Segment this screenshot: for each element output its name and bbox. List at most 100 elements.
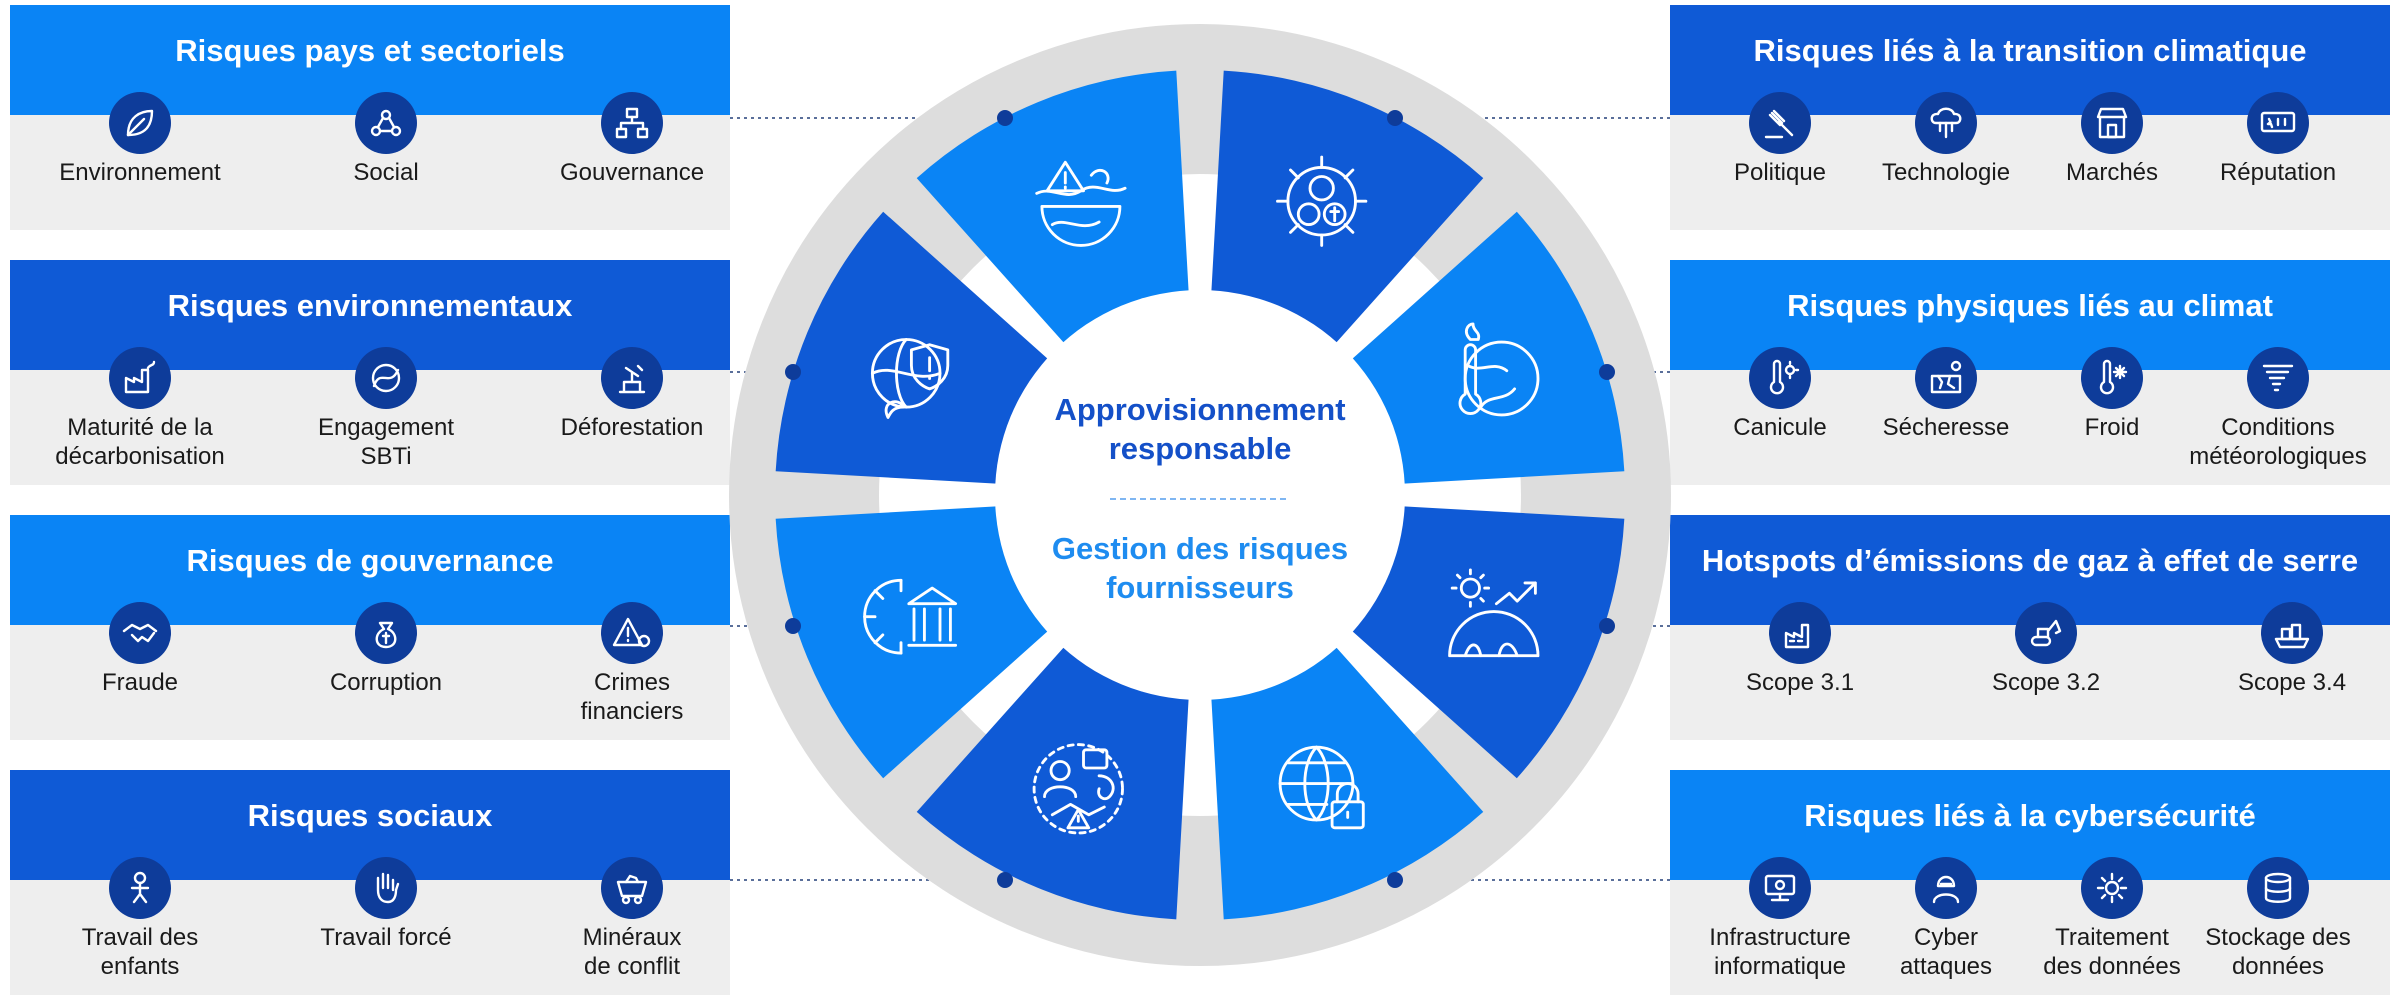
label-line: Maturité de la <box>67 414 213 441</box>
leaf-icon <box>109 92 171 154</box>
excavator-icon <box>2015 602 2077 664</box>
risk-item-label: Scope 3.2 <box>1926 668 2166 697</box>
label-line: Scope 3.4 <box>2237 669 2347 696</box>
label-line: attaques <box>1899 953 1993 980</box>
monitor-network-icon <box>1749 857 1811 919</box>
label-line: Réputation <box>2219 159 2337 186</box>
connector-dot <box>1599 364 1615 380</box>
label-line: Marchés <box>2065 159 2159 186</box>
label-line: de conflit <box>583 953 681 980</box>
factory-icon <box>1769 602 1831 664</box>
panel-title: Risques pays et sectoriels <box>175 33 565 68</box>
risk-item-label: Scope 3.4 <box>2172 668 2400 697</box>
center-subtitle-line-2: fournisseurs <box>1106 570 1294 605</box>
label-line: Technologie <box>1881 159 2011 186</box>
label-line: SBTi <box>360 443 412 470</box>
label-line: Social <box>353 159 419 186</box>
storefront-icon <box>2081 92 2143 154</box>
globe-lock-icon <box>1278 745 1365 830</box>
label-line: Travail des <box>81 924 199 951</box>
label-line: Canicule <box>1733 414 1827 441</box>
globe-warning-icon <box>1035 160 1127 247</box>
tree-stump-icon <box>601 347 663 409</box>
label-line: Engagement <box>317 414 455 441</box>
connector-dot <box>785 364 801 380</box>
connector-dot <box>997 872 1013 888</box>
risk-item-label: Travail forcé <box>266 923 506 952</box>
connector-dot <box>785 618 801 634</box>
wheel-segment <box>1210 70 1484 350</box>
connector-dot <box>1387 872 1403 888</box>
label-line: des données <box>2043 953 2181 980</box>
label-line: météorologiques <box>2189 443 2367 470</box>
ship-icon <box>2261 602 2323 664</box>
risk-item-label: Canicule <box>1660 413 1900 442</box>
panel-title: Risques liés à la cybersécurité <box>1804 798 2256 833</box>
label-line: Traitement <box>2055 924 2169 951</box>
gear-people-money-icon <box>1276 155 1368 247</box>
thermometer-sun-icon <box>1749 347 1811 409</box>
label-line: Minéraux <box>582 924 682 951</box>
risk-item-label: Fraude <box>20 668 260 697</box>
people-violation-icon <box>1032 743 1124 835</box>
label-line: Politique <box>1733 159 1827 186</box>
risk-item-label: Froid <box>1992 413 2232 442</box>
label-line: Déforestation <box>560 414 704 441</box>
wheel-segment <box>1210 640 1484 920</box>
thermometer-snow-icon <box>2081 347 2143 409</box>
label-line: Sécheresse <box>1882 414 2010 441</box>
hacker-icon <box>1915 857 1977 919</box>
tornado-icon <box>2247 347 2309 409</box>
org-chart-icon <box>601 92 663 154</box>
handshake-icon <box>109 602 171 664</box>
factory-emissions-icon <box>109 347 171 409</box>
gear-bank-icon <box>863 578 958 655</box>
risk-item-label: Technologie <box>1826 158 2066 187</box>
panel-title: Risques liés à la transition climatique <box>1753 33 2307 68</box>
wheel-center <box>995 290 1405 700</box>
globe-shield-icon <box>870 338 950 419</box>
panel-title: Risques sociaux <box>247 798 493 833</box>
panel-title: Risques environnementaux <box>167 288 573 323</box>
label-line: enfants <box>100 953 180 980</box>
people-network-icon <box>355 92 417 154</box>
label-line: Cyber <box>1913 924 1979 951</box>
label-line: informatique <box>1713 953 1847 980</box>
connector-dot <box>1387 110 1403 126</box>
panel-title: Risques physiques liés au climat <box>1787 288 2273 323</box>
cloud-circuit-icon <box>1915 92 1977 154</box>
globe-thermometer-fire-icon <box>1458 322 1540 417</box>
label-line: Conditions <box>2221 414 2335 441</box>
label-line: financiers <box>580 698 684 725</box>
gear-data-icon <box>2081 857 2143 919</box>
risk-item-label: Environnement <box>20 158 260 187</box>
risk-panel-right-3: Hotspots d’émissions de gaz à effet de s… <box>1670 515 2390 740</box>
label-line: Scope 3.2 <box>1991 669 2101 696</box>
label-line: Crimes <box>594 669 670 696</box>
connector-dot <box>997 110 1013 126</box>
risk-item-label: Sécheresse <box>1826 413 2066 442</box>
center-title-line-1: Approvisionnement <box>1054 392 1345 427</box>
warning-coins-icon <box>601 602 663 664</box>
risk-item-label: Gouvernance <box>512 158 752 187</box>
label-line: Travail forcé <box>320 924 452 951</box>
panel-title: Hotspots d’émissions de gaz à effet de s… <box>1701 543 2359 578</box>
child-icon <box>109 857 171 919</box>
target-curve-icon <box>355 347 417 409</box>
wheel-segment <box>775 505 1055 779</box>
risk-item-label: Social <box>266 158 506 187</box>
